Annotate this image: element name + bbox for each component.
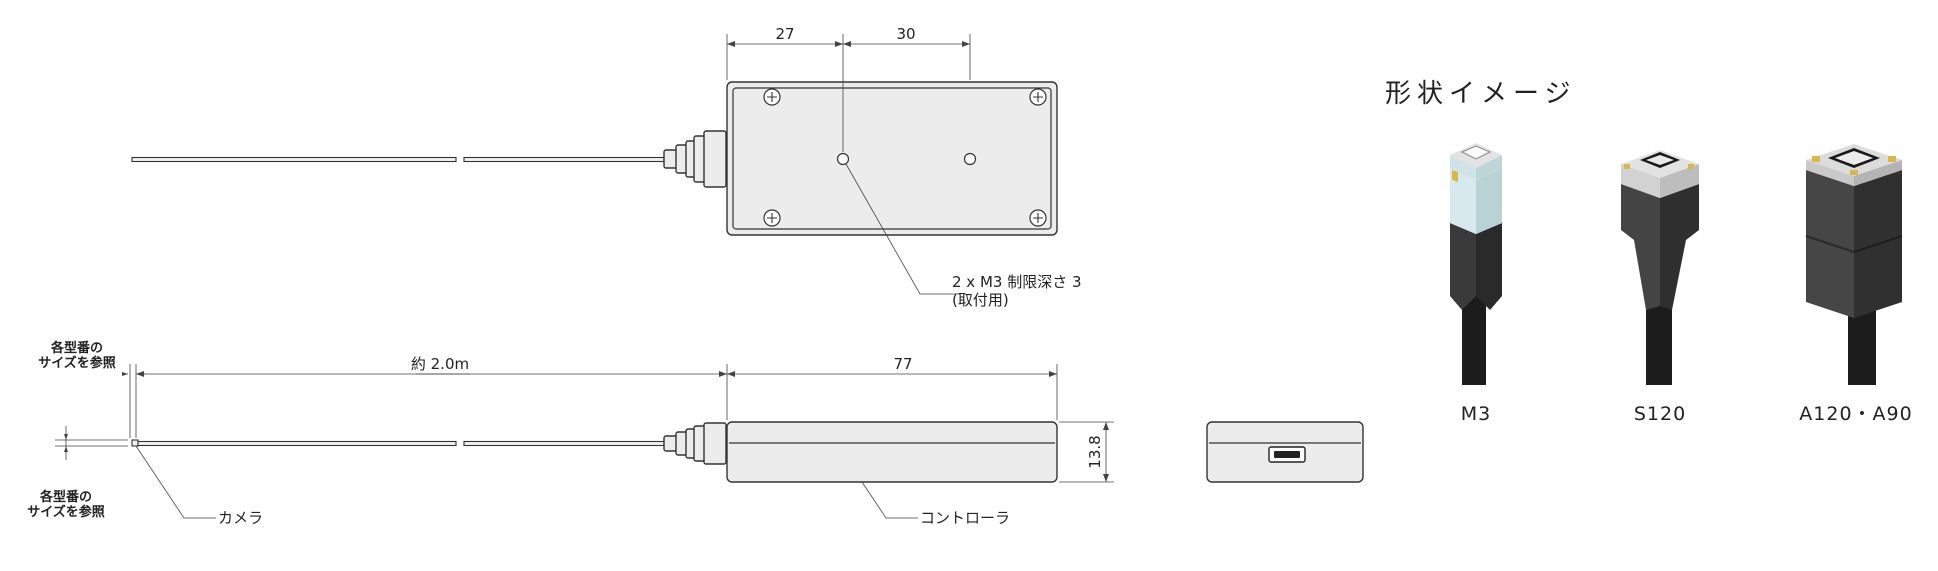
top-controller-inner-edge (732, 87, 1052, 230)
side-cable-segment-left (137, 440, 457, 447)
controller-callout-leader (861, 481, 918, 519)
screw-icon (763, 209, 781, 227)
side-strain-relief (663, 422, 727, 465)
dimension-27-label: 27 (775, 25, 794, 43)
shape-image-title: 形状イメージ (1385, 79, 1576, 109)
side-view: 約 2.0m 77 13.8 各型番の サイズを参照 (27, 340, 1114, 527)
mount-callout-line1: 2 x M3 制限深さ 3 (952, 273, 1082, 291)
mount-callout-line2: (取付用) (952, 291, 1009, 309)
dimension-cable-length-label: 約 2.0m (411, 355, 469, 373)
dimension-height (1059, 421, 1114, 483)
dimension-cable-length (135, 364, 728, 438)
top-controller-body (726, 81, 1058, 236)
screw-icon (763, 88, 781, 106)
dimension-77-label: 77 (893, 355, 912, 373)
end-view (1206, 421, 1364, 483)
camera-tip (131, 439, 139, 447)
m3-camera-icon (1450, 143, 1502, 385)
s120-camera-icon (1621, 150, 1699, 385)
dimension-30-label: 30 (896, 25, 915, 43)
screw-icon (1029, 88, 1047, 106)
screw-icon (1029, 209, 1047, 227)
top-cable-segment-left (131, 156, 457, 163)
side-controller-body (726, 421, 1058, 483)
model-label-m3: M3 (1461, 403, 1491, 425)
camera-callout-leader (135, 445, 216, 519)
side-cable-segment-right (463, 440, 665, 447)
model-label-s120: S120 (1634, 403, 1686, 425)
mount-callout-leader (845, 163, 960, 295)
size-ref-top-line1: 各型番の (50, 340, 103, 356)
size-ref-bottom-lines (55, 426, 128, 460)
size-ref-bottom-line1: 各型番の (39, 489, 92, 505)
size-ref-bottom-line2: サイズを参照 (27, 504, 105, 520)
top-view: 27 30 2 x M3 制限深さ 3 (取付用) (131, 25, 1082, 309)
dimension-length (727, 364, 1058, 420)
camera-callout-label: カメラ (218, 509, 263, 527)
usb-port-icon (1268, 446, 1306, 463)
mount-hole-left (836, 152, 850, 166)
a120-a90-camera-icon (1805, 144, 1903, 385)
top-cable-segment-right (463, 156, 665, 163)
top-strain-relief (663, 130, 727, 188)
dimension-top (726, 34, 971, 152)
dimension-13-8-label: 13.8 (1086, 435, 1104, 468)
model-label-a120-a90: A120・A90 (1799, 403, 1912, 425)
size-ref-top-lines (122, 364, 146, 438)
controller-callout-label: コントローラ (920, 509, 1010, 527)
mount-hole-right (963, 152, 977, 166)
size-ref-top-line2: サイズを参照 (38, 355, 116, 371)
